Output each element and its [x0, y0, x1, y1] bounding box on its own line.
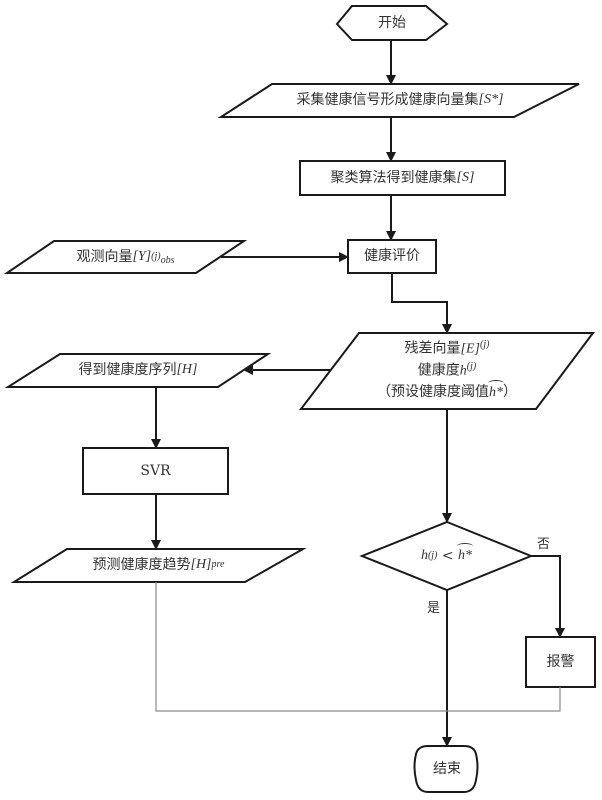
residual-node-shape: [298, 332, 595, 410]
residual-node: 残差向量[E](j) 健康度h(j) （预设健康度阈值h*）: [301, 333, 593, 409]
evaluate-label: 健康评价: [364, 248, 420, 265]
residual-line-2: 健康度h(j): [418, 360, 476, 382]
sequence-node: 得到健康度序列[H]: [8, 354, 268, 387]
alarm-node: 报警: [526, 637, 595, 687]
start-node: 开始: [337, 6, 447, 40]
predict-label: 预测健康度趋势: [92, 557, 191, 574]
branch-label-yes: 是: [427, 601, 441, 616]
health-degree-math: h: [459, 364, 467, 379]
branch-label-no: 否: [537, 537, 551, 552]
threshold-math: h*: [488, 380, 504, 403]
collect-node-shape: [217, 83, 580, 118]
decision-right: h*: [457, 542, 474, 566]
observe-math: [Y]: [132, 248, 152, 264]
residual-vector-math: [E]: [460, 342, 480, 358]
end-node: 结束: [414, 746, 480, 792]
predict-sub: pre: [211, 559, 225, 571]
end-label: 结束: [433, 760, 461, 777]
collect-math: [S*]: [478, 92, 504, 108]
health-degree-sup: (j): [466, 361, 477, 373]
start-label: 开始: [378, 14, 406, 31]
residual-line-3: （预设健康度阈值h*）: [377, 380, 517, 403]
sequence-node-shape: [4, 353, 272, 388]
start-node-shape: [335, 5, 449, 41]
cluster-label: 聚类算法得到健康集: [330, 169, 457, 186]
cluster-node-shape: [299, 160, 506, 196]
evaluate-node: 健康评价: [348, 240, 436, 273]
cluster-node: 聚类算法得到健康集[S]: [300, 161, 505, 195]
residual-line-1: 残差向量[E](j): [405, 338, 490, 360]
edge-predict-alarm-merge: [155, 582, 561, 712]
threshold-close: ）: [503, 384, 517, 401]
sequence-label: 得到健康度序列: [78, 362, 177, 379]
health-degree-label: 健康度: [417, 363, 460, 379]
edge-evaluate-residual: [391, 273, 452, 334]
collect-label: 采集健康信号形成健康向量集: [296, 92, 479, 109]
observe-sub: obs: [160, 254, 175, 266]
decision-sup: (j): [427, 549, 438, 561]
predict-node: 预测健康度趋势[H]pre: [14, 549, 303, 582]
end-node-shape: [413, 745, 479, 793]
cluster-math: [S]: [456, 169, 475, 185]
observe-label: 观测向量: [76, 248, 133, 265]
observe-node: 观测向量[Y](j)obs: [7, 241, 244, 273]
edge-decision-alarm: [531, 555, 565, 638]
residual-vector-label: 残差向量: [404, 341, 461, 358]
observe-node-shape: [3, 240, 248, 274]
residual-vector-sup: (j): [480, 339, 490, 351]
alarm-label: 报警: [546, 653, 575, 670]
threshold-label: （预设健康度阈值: [377, 384, 489, 401]
svr-label: SVR: [140, 462, 171, 479]
sequence-math: [H]: [176, 362, 198, 378]
observe-sup: (j): [151, 250, 161, 262]
decision-left: h: [420, 547, 428, 563]
predict-node-shape: [10, 548, 307, 583]
svr-node: SVR: [83, 448, 228, 494]
collect-node: 采集健康信号形成健康向量集[S*]: [221, 84, 579, 117]
decision-node: h(j) < h*: [362, 522, 531, 590]
predict-math: [H]: [190, 557, 212, 573]
decision-operator: <: [437, 547, 459, 564]
